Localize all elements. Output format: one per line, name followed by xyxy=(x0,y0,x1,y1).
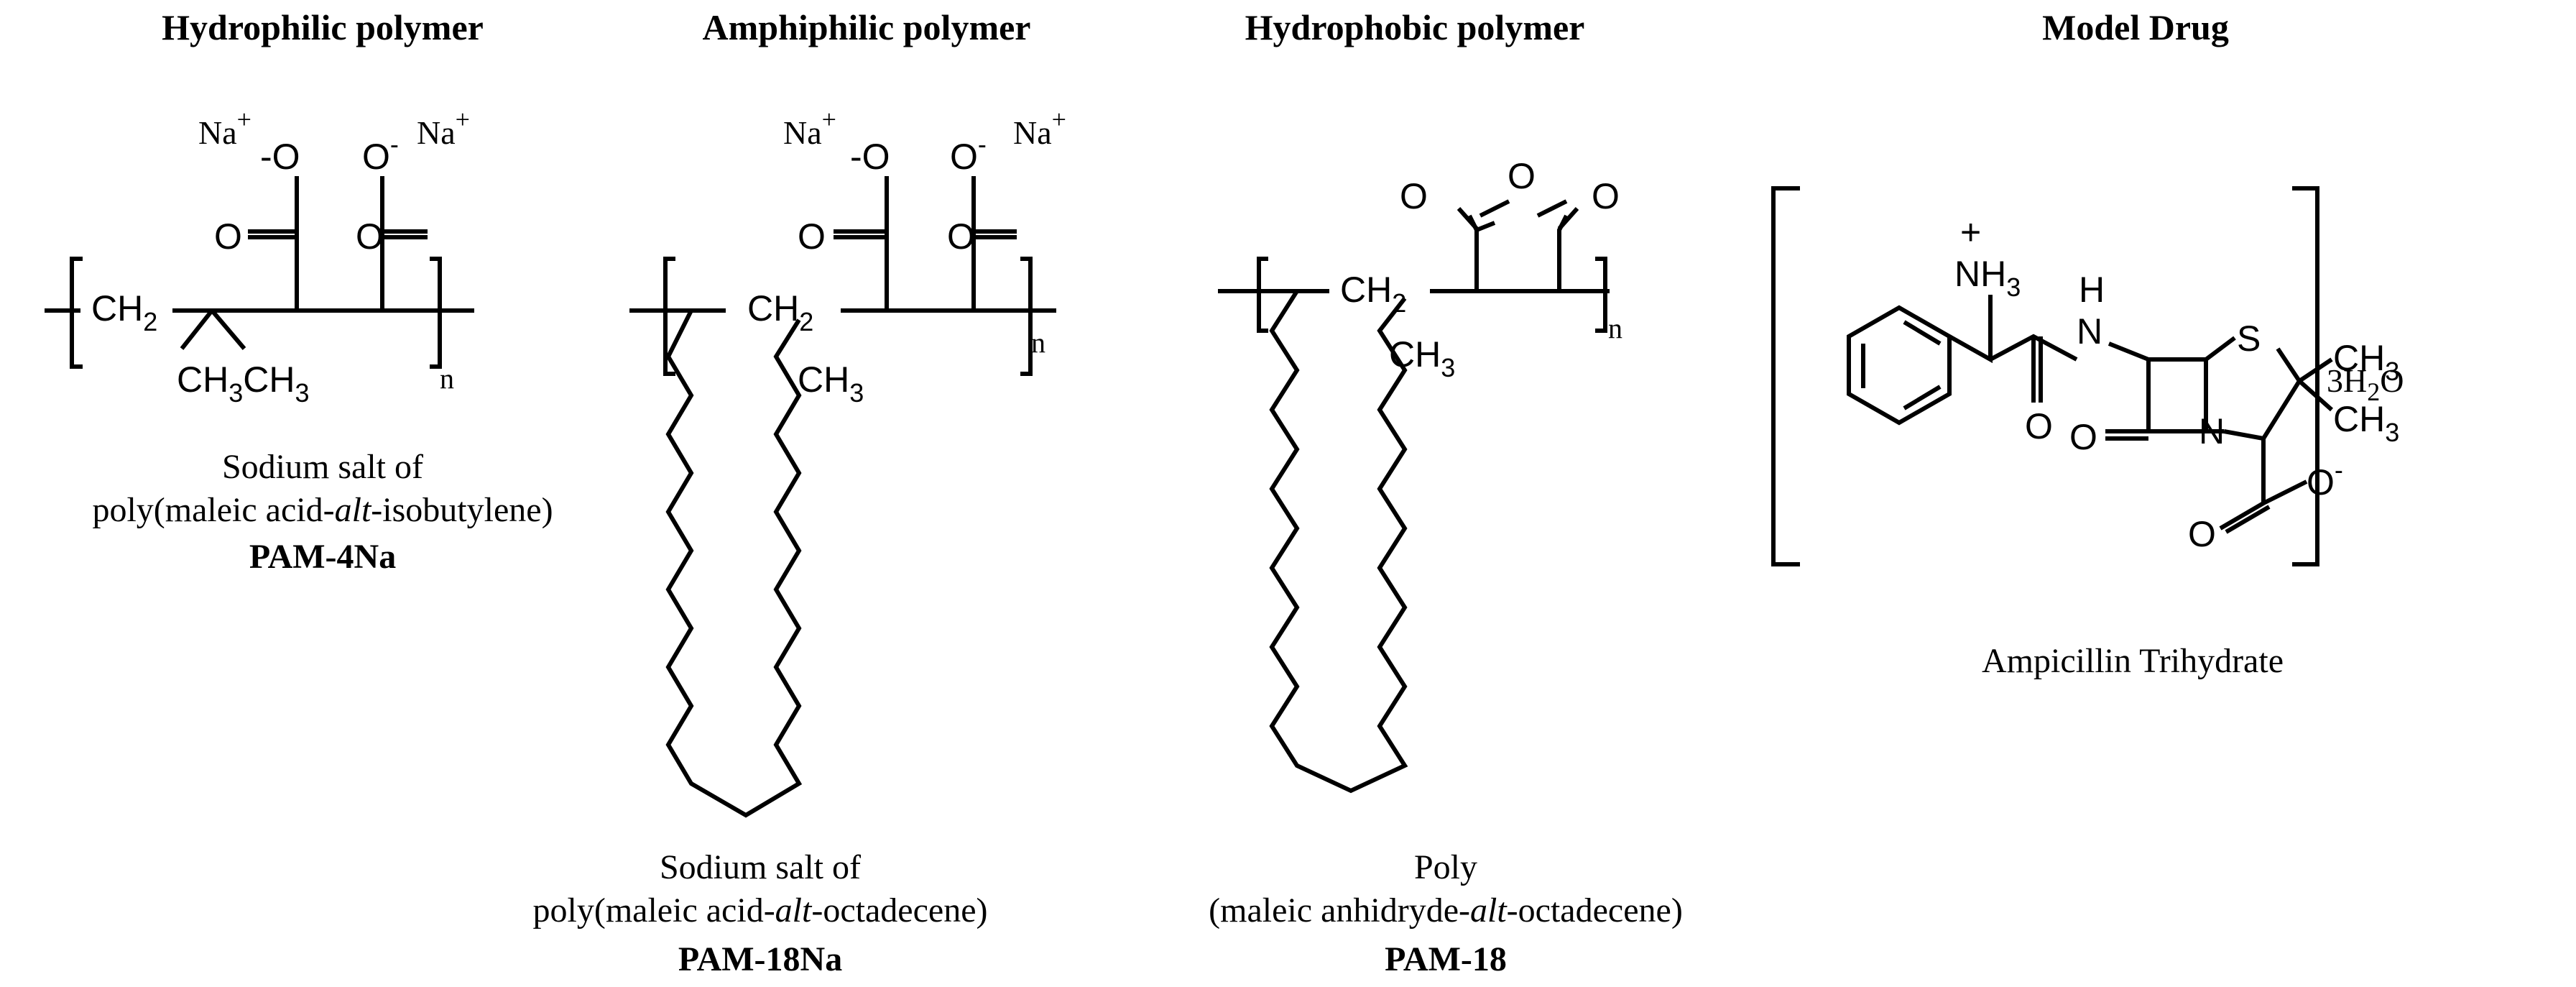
ampicillin-amide-h: H xyxy=(2079,270,2105,310)
pam-4na-bracket-right xyxy=(430,257,442,369)
pam-4na-caption-line1: Sodium salt of xyxy=(222,448,423,486)
ampicillin-benzene-ring xyxy=(1847,305,1952,426)
pam-18-ring-side-bonds xyxy=(1456,207,1579,230)
pam-18-structure: CH2 O O O CH3 n Poly (maleic anhidryde-a… xyxy=(1209,156,1683,978)
ampicillin-amide-n: N xyxy=(2077,311,2102,352)
pam-4na-ch2: CH2 xyxy=(91,288,157,336)
pam-4na-code: PAM-4Na xyxy=(249,538,396,576)
pam-18na-code: PAM-18Na xyxy=(678,940,842,978)
pam-18-code: PAM-18 xyxy=(1385,940,1507,978)
ampicillin-bracket-right xyxy=(2292,186,2319,566)
pam-18na-o-minus-1: -O xyxy=(850,137,890,177)
pam-4na-ch3ch3: CH3CH3 xyxy=(177,359,310,408)
pam-18na-structure: CH2 CH3 O -O Na+ O O- Na+ n Sodium salt … xyxy=(533,105,1066,978)
pam-4na-o-minus-2: O- xyxy=(362,129,399,177)
ampicillin-name: Ampicillin Trihydrate xyxy=(1982,642,2284,680)
pam-4na-o-minus-1: -O xyxy=(260,137,300,177)
ampicillin-core-bonds xyxy=(2108,336,2302,441)
pam-18na-carbonyl-o-1: O xyxy=(798,216,826,257)
pam-18na-na-2: Na+ xyxy=(1013,105,1066,151)
pam-4na-carbonyl-o-1: O xyxy=(214,216,242,257)
pam-4na-carboxyl-1-bonds xyxy=(248,176,299,311)
ampicillin-methyl-bonds xyxy=(2298,357,2333,412)
pam-4na-caption-line2: poly(maleic acid-alt-isobutylene) xyxy=(92,491,553,529)
pam-18na-ch2: CH2 xyxy=(747,288,813,336)
ampicillin-benzene-double-bonds xyxy=(1861,320,1942,410)
pam-18na-carboxyl-2-bonds xyxy=(971,176,1017,311)
pam-18-alkyl-chain xyxy=(1269,290,1408,794)
pam-18-repeat-n: n xyxy=(1608,312,1622,344)
pam-4na-structure: CH2 CH3CH3 O -O Na+ O O- Na+ n Sodium sa… xyxy=(45,105,553,576)
pam-18-bracket-right xyxy=(1595,257,1607,333)
pam-4na-methyl-bonds xyxy=(180,309,246,350)
pam-4na-carboxyl-2-bonds xyxy=(380,176,428,311)
header-amphiphilic: Amphiphilic polymer xyxy=(703,7,1031,47)
pam-18-carbonyl-o-left: O xyxy=(1400,176,1428,216)
ampicillin-hydrate: 3H2O xyxy=(2327,362,2404,406)
header-hydrophobic: Hydrophobic polymer xyxy=(1245,7,1585,47)
pam-18na-carbonyl-o-2: O xyxy=(947,216,975,257)
pam-18na-o-minus-2: O- xyxy=(950,129,987,177)
pam-4na-na-1: Na+ xyxy=(198,105,251,151)
ampicillin-ch3-2: CH3 xyxy=(2333,399,2399,447)
pam-18na-repeat-n: n xyxy=(1031,326,1045,359)
ampicillin-amide-o: O xyxy=(2025,406,2053,446)
pam-18na-alkyl-chain xyxy=(665,309,803,818)
pam-18na-bracket-left xyxy=(663,257,675,376)
ampicillin-alpha-bonds xyxy=(1948,295,2078,364)
pam-18na-caption-line1: Sodium salt of xyxy=(660,848,861,886)
ampicillin-carboxylate-bonds xyxy=(2219,439,2308,534)
pam-18-bracket-left xyxy=(1257,257,1268,333)
pam-4na-bracket-left xyxy=(70,257,83,369)
ampicillin-structure: NH3 + O N H S N O CH3 CH3 O O- 3H2O Ampi xyxy=(1771,186,2404,680)
pam-18na-bracket-right xyxy=(1020,257,1033,376)
pam-18-caption-line1: Poly xyxy=(1414,848,1477,886)
pam-18na-ch3: CH3 xyxy=(798,359,864,408)
header-hydrophilic: Hydrophilic polymer xyxy=(162,7,484,47)
pam-18-carbonyl-o-right: O xyxy=(1592,176,1620,216)
ampicillin-amide-co xyxy=(2031,336,2043,403)
pam-18na-caption-line2: poly(maleic acid-alt-octadecene) xyxy=(533,891,988,929)
ampicillin-lactam-o: O xyxy=(2069,417,2097,457)
ampicillin-lactam-n: N xyxy=(2199,411,2225,451)
ampicillin-carboxylate-o-1: O xyxy=(2188,514,2216,554)
ampicillin-carboxylate-o-2: O- xyxy=(2307,455,2343,502)
pam-18na-na-1: Na+ xyxy=(783,105,836,151)
ampicillin-ammonium-plus: + xyxy=(1960,212,1981,252)
pam-18-caption-line2: (maleic anhidryde-alt-octadecene) xyxy=(1209,891,1683,929)
ampicillin-ch3-1: CH3 xyxy=(2333,338,2399,386)
column-headers: Hydrophilic polymer Amphiphilic polymer … xyxy=(162,7,2229,47)
ampicillin-lactam-co xyxy=(2105,429,2148,441)
ampicillin-sulfur: S xyxy=(2237,318,2261,359)
pam-4na-repeat-n: n xyxy=(440,362,454,395)
ampicillin-bracket-left xyxy=(1771,186,1800,566)
pam-18-ch3: CH3 xyxy=(1389,334,1455,382)
header-model-drug: Model Drug xyxy=(2042,7,2229,47)
pam-18-anhydride-ring xyxy=(1467,199,1569,291)
pam-18na-carboxyl-1-bonds xyxy=(834,176,889,311)
pam-4na-carbonyl-o-2: O xyxy=(356,216,384,257)
pam-18-ring-o: O xyxy=(1508,156,1536,196)
pam-4na-na-2: Na+ xyxy=(417,105,470,151)
ampicillin-nh3: NH3 xyxy=(1954,254,2021,302)
